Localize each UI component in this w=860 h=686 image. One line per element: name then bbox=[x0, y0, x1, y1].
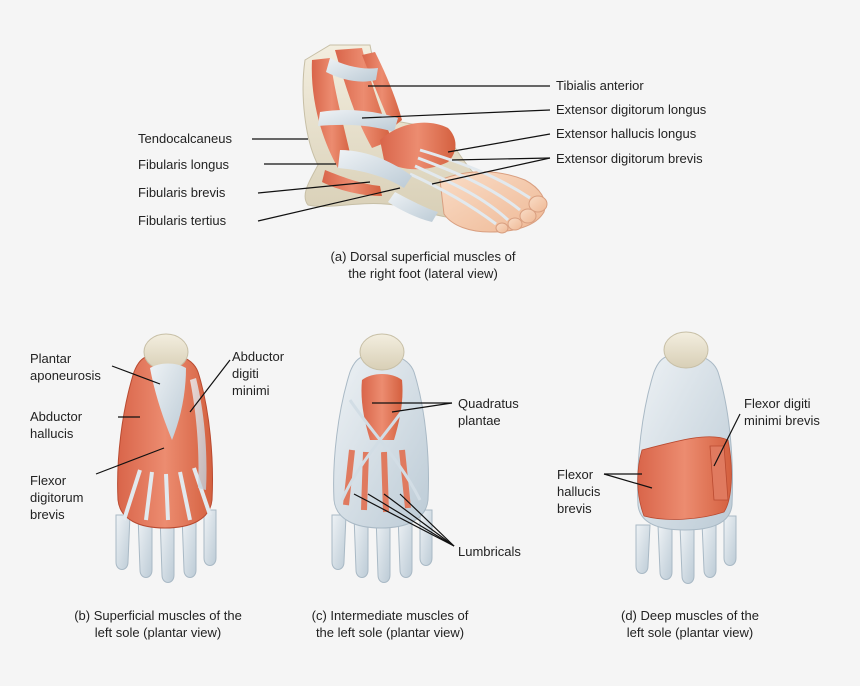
leader-fibularis-brevis bbox=[257, 181, 371, 194]
label-quadratus-plantae-1: Quadratus bbox=[458, 396, 519, 411]
leader-plantar-aponeurosis bbox=[111, 365, 161, 385]
leader-lumbricals-1 bbox=[353, 493, 455, 547]
label-flexor-hallucis-brevis-1: Flexor bbox=[557, 467, 594, 482]
caption-panel-d-line1: (d) Deep muscles of the bbox=[620, 608, 759, 623]
label-flexor-digitorum-brevis-1: Flexor bbox=[30, 473, 67, 488]
leader-lumbricals-3 bbox=[383, 493, 455, 547]
caption-panel-a-line2: the right foot (lateral view) bbox=[348, 266, 498, 281]
leader-lumbricals-4 bbox=[399, 493, 455, 547]
label-extensor-digitorum-brevis: Extensor digitorum brevis bbox=[556, 151, 703, 166]
leader-flexor-digitorum-brevis bbox=[95, 447, 165, 475]
caption-panel-c-line2: the left sole (plantar view) bbox=[315, 625, 465, 640]
leader-abductor-digiti-minimi bbox=[189, 359, 231, 413]
leader-quadratus-plantae-2 bbox=[391, 402, 453, 413]
label-plantar-aponeurosis-2: aponeurosis bbox=[30, 368, 101, 383]
leader-extensor-digitorum-brevis-1 bbox=[451, 157, 551, 161]
label-abductor-digiti-minimi-3: minimi bbox=[232, 383, 270, 398]
intermediate-sole-illustration bbox=[331, 333, 433, 583]
caption-panel-a: (a) Dorsal superficial muscles of the ri… bbox=[298, 248, 548, 282]
label-extensor-hallucis-longus: Extensor hallucis longus bbox=[556, 126, 697, 141]
deep-sole-illustration bbox=[635, 331, 737, 584]
leader-extensor-digitorum-longus bbox=[361, 109, 551, 119]
label-flexor-digiti-minimi-brevis-1: Flexor digiti bbox=[744, 396, 811, 411]
label-fibularis-tertius: Fibularis tertius bbox=[138, 213, 227, 228]
label-fibularis-longus: Fibularis longus bbox=[138, 157, 230, 172]
caption-panel-c-line1: (c) Intermediate muscles of bbox=[311, 608, 469, 623]
label-flexor-digitorum-brevis-2: digitorum bbox=[30, 490, 84, 505]
label-abductor-digiti-minimi-2: digiti bbox=[232, 366, 259, 381]
label-flexor-hallucis-brevis-2: hallucis bbox=[557, 484, 601, 499]
leader-fibularis-tertius bbox=[257, 187, 401, 222]
leader-extensor-digitorum-brevis-2 bbox=[431, 157, 551, 185]
label-abductor-hallucis-1: Abductor bbox=[30, 409, 83, 424]
label-lumbricals: Lumbricals bbox=[458, 544, 521, 559]
leader-flexor-hallucis-brevis-2 bbox=[603, 473, 653, 489]
leader-lumbricals-2 bbox=[367, 493, 455, 547]
superficial-sole-illustration bbox=[115, 333, 217, 583]
label-fibularis-brevis: Fibularis brevis bbox=[138, 185, 226, 200]
leader-extensor-hallucis-longus bbox=[447, 133, 551, 153]
label-abductor-digiti-minimi-1: Abductor bbox=[232, 349, 285, 364]
label-extensor-digitorum-longus: Extensor digitorum longus bbox=[556, 102, 707, 117]
label-abductor-hallucis-2: hallucis bbox=[30, 426, 74, 441]
label-flexor-hallucis-brevis-3: brevis bbox=[557, 501, 592, 516]
caption-panel-b-line1: (b) Superficial muscles of the bbox=[74, 608, 242, 623]
caption-panel-b: (b) Superficial muscles of the left sole… bbox=[48, 607, 268, 641]
label-tendocalcaneus: Tendocalcaneus bbox=[138, 131, 232, 146]
label-quadratus-plantae-2: plantae bbox=[458, 413, 501, 428]
caption-panel-d-line2: left sole (plantar view) bbox=[626, 625, 754, 640]
label-flexor-digiti-minimi-brevis-2: minimi brevis bbox=[744, 413, 820, 428]
caption-panel-d: (d) Deep muscles of the left sole (plant… bbox=[580, 607, 800, 641]
lateral-foot-illustration bbox=[302, 44, 548, 234]
label-tibialis-anterior: Tibialis anterior bbox=[556, 78, 644, 93]
caption-panel-c: (c) Intermediate muscles of the left sol… bbox=[280, 607, 500, 641]
label-flexor-digitorum-brevis-3: brevis bbox=[30, 507, 65, 522]
caption-panel-a-line1: (a) Dorsal superficial muscles of bbox=[330, 249, 516, 264]
leader-flexor-digiti-minimi-brevis bbox=[713, 413, 741, 467]
label-plantar-aponeurosis-1: Plantar bbox=[30, 351, 72, 366]
caption-panel-b-line2: left sole (plantar view) bbox=[94, 625, 222, 640]
